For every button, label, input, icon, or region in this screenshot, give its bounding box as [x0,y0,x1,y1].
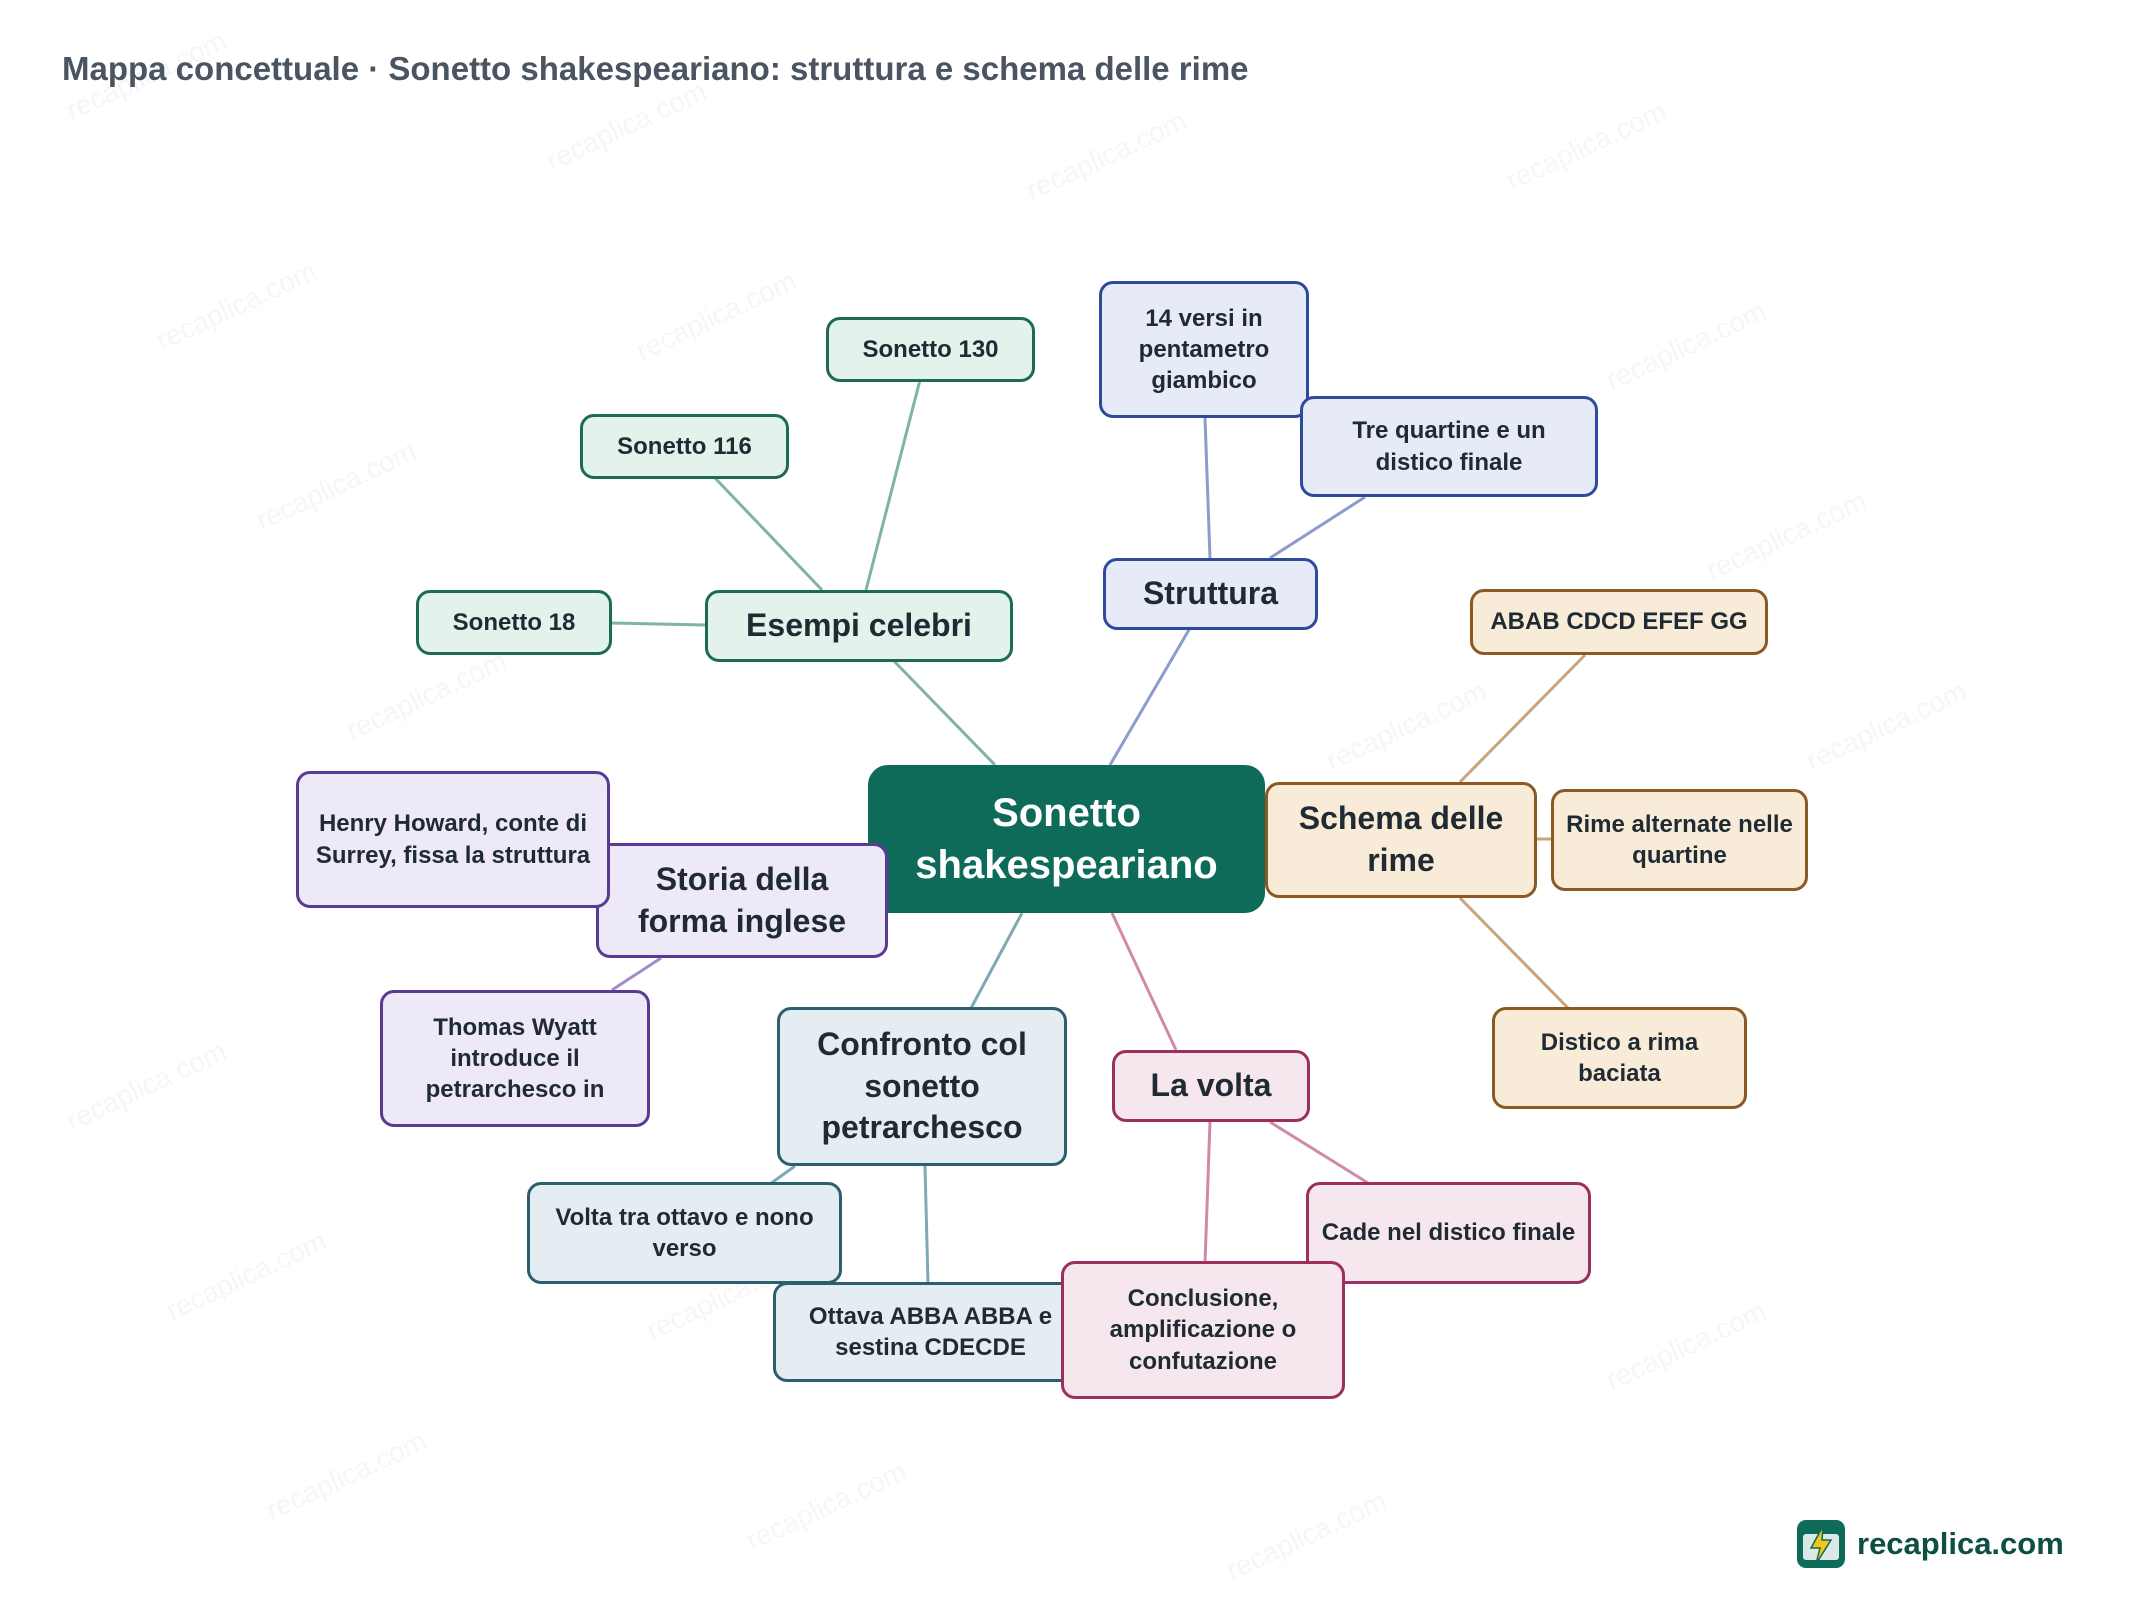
leaf-sonetto-18: Sonetto 18 [416,590,612,655]
page-title: Mappa concettuale · Sonetto shakespearia… [62,50,1249,87]
leaf-conclusione: Conclusione, amplificazione o confutazio… [1061,1261,1345,1399]
brand-logo-link[interactable]: recaplica.com [1797,1520,2064,1568]
branch-struttura: Struttura [1103,558,1318,630]
edge-esempi-s116 [713,476,824,592]
edge-confronto-volta [769,1164,796,1186]
leaf-volta-ottavo: Volta tra ottavo e nono verso [527,1182,842,1284]
center-node: Sonetto shakespeariano [868,765,1265,913]
edge-volta-conclusione [1203,1121,1212,1264]
leaf-cade-distico: Cade nel distico finale [1306,1182,1591,1284]
branch-schema-rime: Schema delle rime [1265,782,1537,898]
leaf-wyatt: Thomas Wyatt introduce il petrarchesco i… [380,990,650,1127]
edge-schema-abab [1458,653,1587,784]
branch-storia: Storia della forma inglese [596,843,888,958]
edge-center-esempi [891,658,997,767]
edge-struttura-quartine [1269,495,1366,560]
edge-storia-wyatt [611,956,662,992]
leaf-howard: Henry Howard, conte di Surrey, fissa la … [296,771,610,908]
leaf-distico-baciata: Distico a rima baciata [1492,1007,1747,1109]
edge-struttura-versi [1203,417,1212,559]
leaf-abab: ABAB CDCD EFEF GG [1470,589,1768,655]
edge-center-confronto [968,912,1024,1011]
leaf-ottava-sestina: Ottava ABBA ABBA e sestina CDECDE [773,1282,1088,1382]
leaf-sonetto-130: Sonetto 130 [826,317,1035,382]
leaf-sonetto-116: Sonetto 116 [580,414,789,479]
leaf-quartine-distico: Tre quartine e un distico finale [1300,396,1598,497]
leaf-pentametro: 14 versi in pentametro giambico [1099,281,1309,418]
edge-center-struttura [1108,627,1192,766]
edge-confronto-ottava [923,1165,930,1285]
branch-la-volta: La volta [1112,1050,1310,1122]
edge-center-volta [1110,912,1178,1051]
brand-text: recaplica.com [1857,1526,2064,1561]
edge-schema-distico [1458,896,1570,1010]
branch-esempi-celebri: Esempi celebri [705,590,1013,662]
edge-esempi-s18 [609,621,706,627]
leaf-rime-alternate: Rime alternate nelle quartine [1551,789,1808,891]
branch-confronto: Confronto col sonetto petrarchesco [777,1007,1067,1166]
lightning-book-icon [1797,1520,1845,1568]
edge-volta-cade [1269,1120,1369,1185]
edge-esempi-s130 [864,379,922,591]
